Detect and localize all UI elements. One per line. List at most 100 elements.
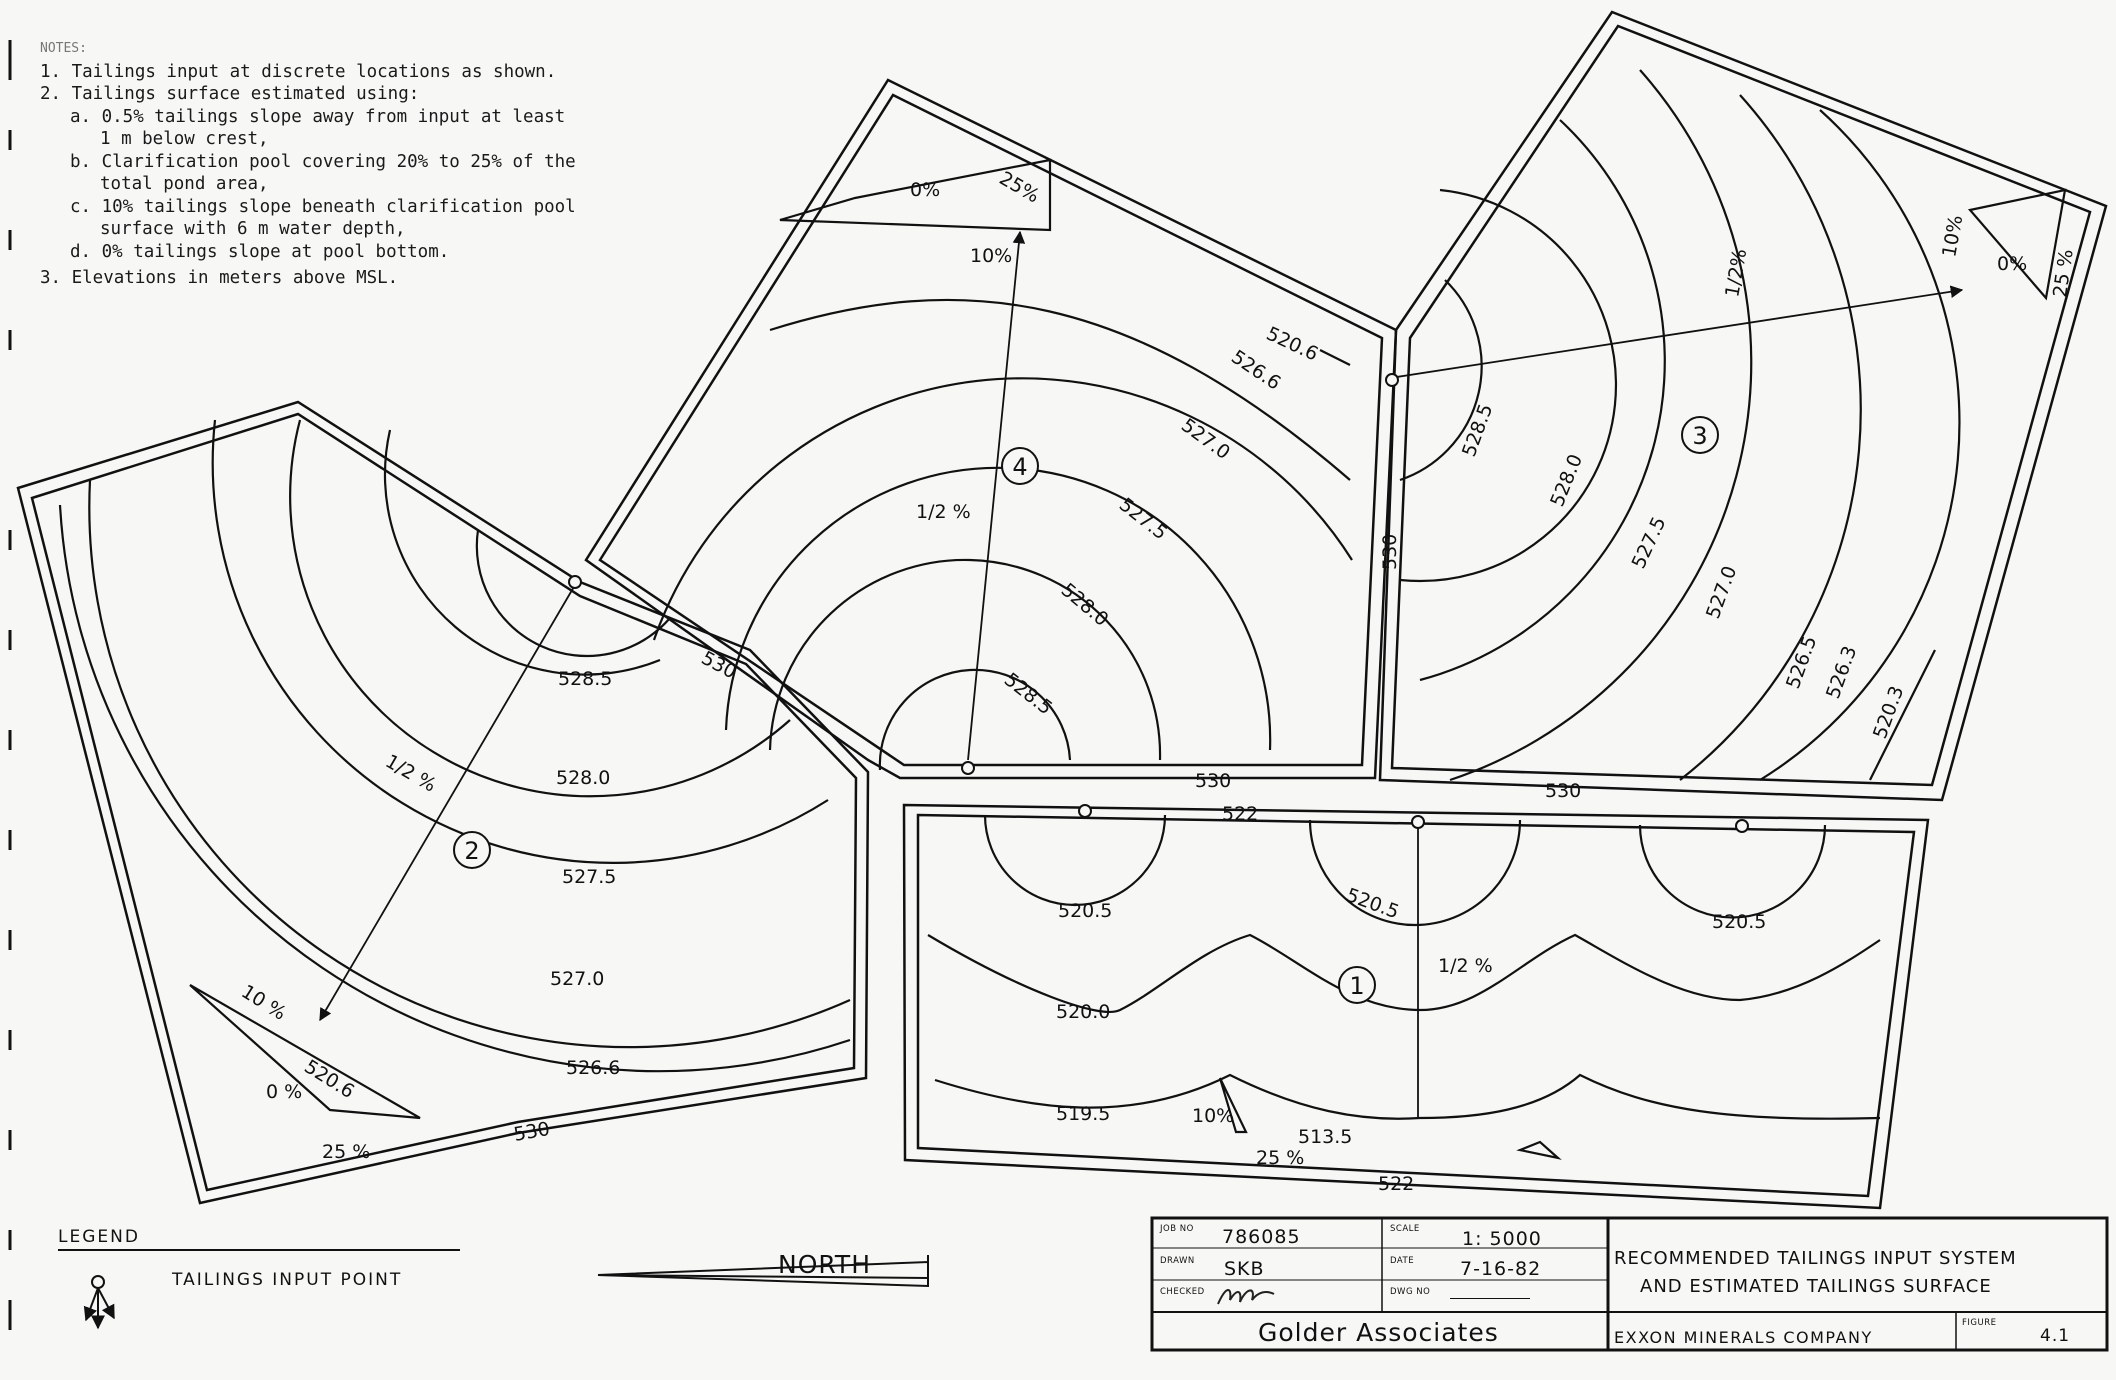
pond-2-dike [16, 400, 870, 1205]
dwg-no-line [1450, 1298, 1530, 1299]
label-526-6-a: 526.6 [566, 1057, 620, 1079]
label-527-0-a: 527.0 [550, 968, 604, 990]
company-name: Golder Associates [1258, 1318, 1499, 1347]
pond-4-dike [584, 78, 1398, 780]
drawn-label: DRAWN [1160, 1256, 1195, 1266]
slope-half-pond3: 1/2% [1721, 247, 1751, 299]
label-528-0-a: 528.0 [556, 767, 610, 789]
label-520-6-b: 520.6 [1263, 323, 1322, 366]
label-528-5-a: 528.5 [558, 668, 612, 690]
pond-2-contours [58, 419, 851, 1120]
slope-0-pond4: 0% [910, 179, 940, 201]
checked-signature [1216, 1282, 1276, 1312]
label-520-3: 520.3 [1869, 683, 1908, 742]
label-513-5: 513.5 [1298, 1126, 1352, 1148]
figure-number: 4.1 [2040, 1326, 2071, 1346]
slope-half-pond4: 1/2 % [916, 501, 971, 523]
checked-label: CHECKED [1160, 1287, 1205, 1297]
dike-outlines [16, 10, 2108, 1210]
client-name: EXXON MINERALS COMPANY [1614, 1328, 1873, 1347]
pond-2-dike-inner [30, 412, 858, 1192]
label-527-0-b: 527.0 [1177, 414, 1234, 464]
scale-value: 1: 5000 [1462, 1228, 1542, 1250]
pond-2-number: 2 [464, 837, 479, 865]
note-2c-cont: surface with 6 m water depth, [100, 219, 406, 239]
label-522-a: 522 [1222, 803, 1258, 825]
label-527-5-a: 527.5 [562, 866, 616, 888]
slope-25-pond4: 25% [996, 167, 1044, 207]
label-527-5-c: 527.5 [1628, 514, 1671, 573]
slope-10-pond3: 10% [1938, 213, 1967, 258]
date-value: 7-16-82 [1460, 1258, 1542, 1280]
input-points [568, 373, 1749, 833]
label-530-e: 530 [1379, 534, 1401, 570]
scale-label: SCALE [1390, 1224, 1420, 1234]
pond-3-contours [1399, 69, 2067, 782]
drawing-title-line1: RECOMMENDED TAILINGS INPUT SYSTEM [1614, 1248, 2017, 1269]
label-520-5-c: 520.5 [1712, 911, 1766, 933]
label-527-5-b: 527.5 [1115, 494, 1171, 545]
date-label: DATE [1390, 1256, 1415, 1266]
legend-input-point-icon [91, 1275, 105, 1289]
note-2c: c. 10% tailings slope beneath clarificat… [70, 196, 576, 217]
label-520-6-a: 520.6 [300, 1056, 358, 1103]
title-block-frame [1150, 1216, 2109, 1352]
pond-4-dike-inner [598, 93, 1384, 767]
slope-0-pond2: 0 % [266, 1081, 302, 1103]
note-2a-cont: 1 m below crest, [100, 129, 269, 149]
legend-title: LEGEND [58, 1227, 140, 1247]
label-526-6-b: 526.6 [1227, 346, 1284, 395]
label-526-3: 526.3 [1822, 643, 1861, 702]
label-528-5-b: 528.5 [1000, 669, 1056, 720]
note-2b-cont: total pond area, [100, 174, 269, 194]
notes-header: NOTES: [40, 41, 87, 56]
flow-lines [319, 230, 1964, 1118]
notes-block: NOTES: 1. Tailings input at discrete loc… [40, 38, 576, 290]
pond-4-number: 4 [1012, 453, 1027, 481]
label-530-b: 530 [1195, 770, 1231, 792]
label-528-0-c: 528.0 [1546, 451, 1587, 510]
note-2a: a. 0.5% tailings slope away from input a… [70, 106, 566, 127]
note-3: 3. Elevations in meters above MSL. [40, 268, 399, 288]
north-label: NORTH [778, 1250, 872, 1279]
pond-3-number: 3 [1692, 422, 1707, 450]
label-527-0-c: 527.0 [1702, 563, 1741, 622]
figure-label: FIGURE [1962, 1318, 1997, 1328]
north-arrow [597, 1255, 929, 1288]
note-2d: d. 0% tailings slope at pool bottom. [70, 241, 450, 262]
elevation-labels: 530 530 530 530 530 522 522 528.5 528.0 … [300, 323, 1908, 1195]
slope-25-pond2: 25 % [322, 1141, 370, 1163]
slope-10-pond4: 10% [970, 245, 1012, 267]
pond-3-dike [1378, 10, 2108, 802]
legend-graphics [58, 1249, 460, 1330]
label-522-b: 522 [1378, 1173, 1414, 1195]
slope-10-pond1: 10% [1192, 1105, 1234, 1127]
pond-3-dike-inner [1390, 24, 2092, 787]
slope-half-pond2: 1/2 % [382, 750, 440, 796]
pond-number-markers [453, 416, 1719, 1004]
slope-25-pond1: 25 % [1256, 1147, 1304, 1169]
note-1: 1. Tailings input at discrete locations … [40, 61, 557, 82]
label-528-0-b: 528.0 [1057, 579, 1113, 631]
label-520-0: 520.0 [1056, 1001, 1110, 1023]
label-520-5-a: 520.5 [1058, 900, 1112, 922]
legend-item-label: TAILINGS INPUT POINT [172, 1270, 403, 1290]
dwg-no-label: DWG NO [1390, 1287, 1431, 1297]
pond-1-contours [927, 814, 1881, 1160]
slope-0-pond3: 0% [1997, 253, 2027, 275]
slope-half-pond1: 1/2 % [1438, 955, 1493, 977]
pond-1-dike-inner [916, 813, 1916, 1198]
job-no-value: 786085 [1222, 1226, 1301, 1248]
job-no-label: JOB NO [1160, 1224, 1194, 1234]
label-530-c: 530 [1545, 780, 1581, 802]
note-2b: b. Clarification pool covering 20% to 25… [70, 151, 576, 172]
label-520-5-b: 520.5 [1343, 884, 1402, 923]
pond-1-number: 1 [1349, 972, 1364, 1000]
pond-1-dike [902, 803, 1930, 1210]
label-519-5: 519.5 [1056, 1103, 1110, 1125]
drawn-value: SKB [1224, 1258, 1265, 1280]
note-2: 2. Tailings surface estimated using: [40, 84, 420, 104]
drawing-title-line2: AND ESTIMATED TAILINGS SURFACE [1640, 1276, 1992, 1297]
